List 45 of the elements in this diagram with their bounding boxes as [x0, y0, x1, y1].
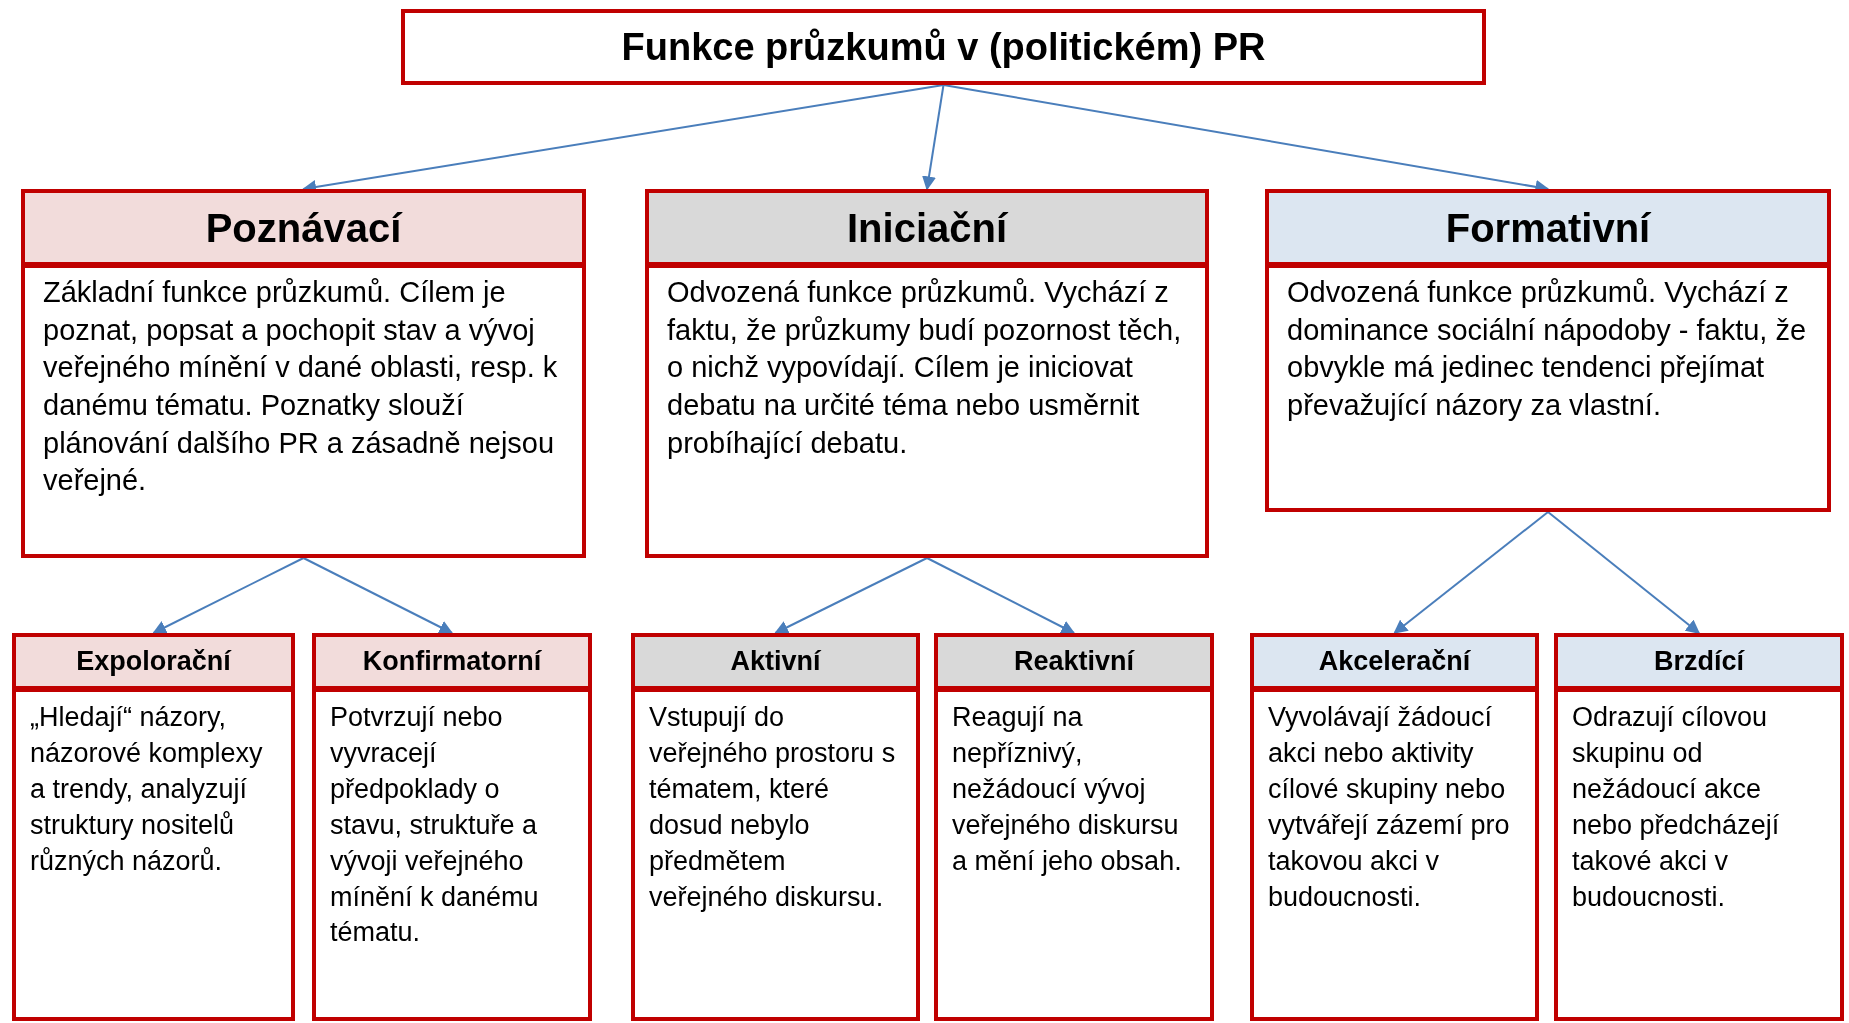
- title-text: Funkce průzkumů v (politickém) PR: [621, 24, 1266, 70]
- description-box: [645, 264, 1209, 558]
- arrow: [1393, 511, 1549, 634]
- description-box: [312, 688, 592, 1021]
- description-text: Odrazují cílovou skupinu od nežádoucí akce nebo předcházejí takové akci v budoucnosti.: [1572, 701, 1781, 914]
- description-text: „Hledají“ názory, názorové komplexy a trendy, analyzují struktury nositelů různých názorů.: [30, 701, 264, 878]
- description-text: Základní funkce průzkumů. Cílem je poznat, popsat a pochopit stav a vývoj veřejného mínění v dané oblasti, resp. k danému tématu. Poznatky slouží plánování dalšího PR a zásadně nejsou veřejné.: [43, 275, 559, 499]
- subcategory-header: [1250, 633, 1539, 690]
- header-text: Iniciační: [846, 204, 1008, 252]
- description-box: [631, 688, 920, 1021]
- subcategory-header: [934, 633, 1214, 690]
- header-text: Konfirmatorní: [362, 645, 542, 679]
- title-box: [401, 9, 1486, 85]
- category-header: [21, 189, 586, 266]
- arrow: [774, 557, 928, 634]
- description-box: [1554, 688, 1844, 1021]
- arrow: [926, 557, 1076, 634]
- description-text: Vstupují do veřejného prostoru s tématem, které dosud nebylo předmětem veřejného diskursu.: [649, 701, 897, 914]
- subcategory-header: [1554, 633, 1844, 690]
- description-text: Potvrzují nebo vyvracejí předpoklady o stavu, struktuře a vývoji veřejného mínění k danému tématu.: [330, 701, 540, 950]
- header-text: Reaktivní: [1013, 645, 1135, 679]
- arrow: [302, 557, 454, 634]
- arrow: [152, 557, 305, 634]
- description-box: [1265, 264, 1831, 512]
- header-text: Akcelerační: [1318, 645, 1471, 679]
- subcategory-header: [312, 633, 592, 690]
- header-text: Poznávací: [205, 204, 402, 252]
- description-text: Odvozená funkce průzkumů. Vychází z faktu, že průzkumy budí pozornost těch, o nichž vypovídají. Cílem je iniciovat debatu na určité téma nebo usměrnit probíhající debatu.: [667, 275, 1183, 461]
- arrow: [922, 84, 945, 191]
- description-box: [1250, 688, 1539, 1021]
- description-text: Reagují na nepříznivý, nežádoucí vývoj veřejného diskursu a mění jeho obsah.: [952, 701, 1183, 878]
- category-header: [1265, 189, 1831, 266]
- description-text: Vyvolávají žádoucí akci nebo aktivity cílové skupiny nebo vytvářejí zázemí pro takovou akci v budoucnosti.: [1268, 701, 1511, 914]
- header-text: Aktivní: [730, 645, 821, 679]
- category-header: [645, 189, 1209, 266]
- description-box: [21, 264, 586, 558]
- description-box: [12, 688, 295, 1021]
- description-box: [934, 688, 1214, 1021]
- arrow: [1547, 511, 1701, 634]
- description-text: Odvozená funkce průzkumů. Vychází z dominance sociální nápodoby - faktu, že obvykle má jedinec tendenci přejímat převažující názory za vlastní.: [1287, 275, 1808, 424]
- subcategory-header: [631, 633, 920, 690]
- header-text: Brzdící: [1654, 645, 1744, 679]
- subcategory-header: [12, 633, 295, 690]
- header-text: Expolorační: [76, 645, 231, 679]
- header-text: Formativní: [1445, 204, 1651, 252]
